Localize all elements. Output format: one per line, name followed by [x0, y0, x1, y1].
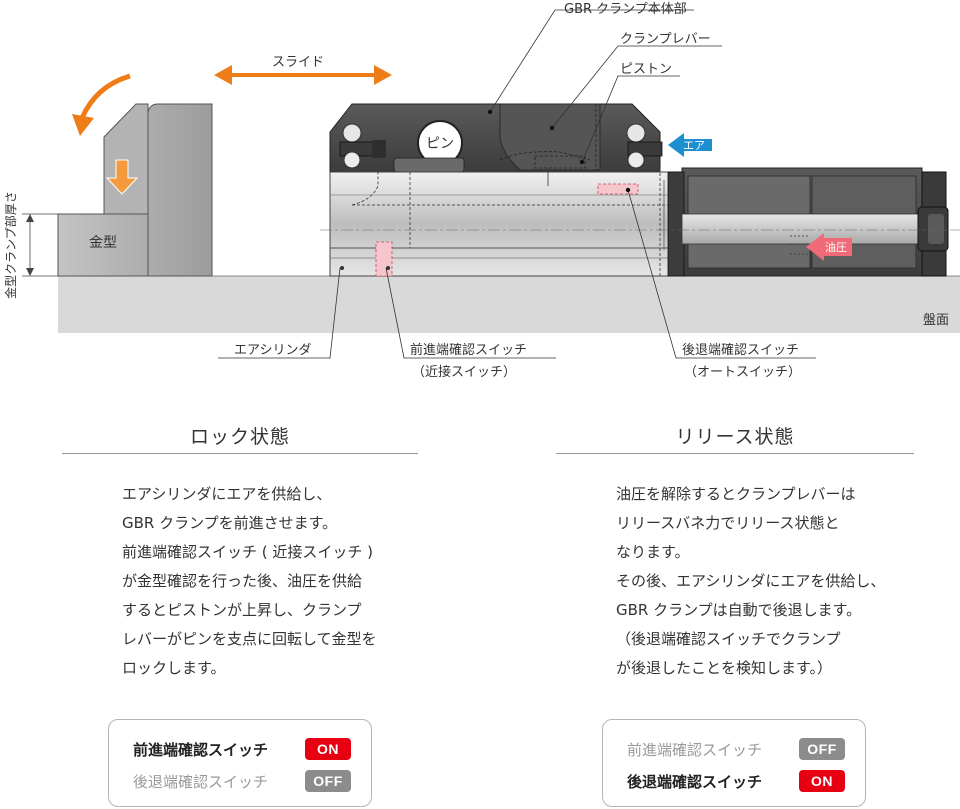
clamp-diagram: GBR クランプ本体部 クランプレバー ピストン スライド ピン エア 油圧 金…	[3, 2, 960, 380]
release-status-box: 前進端確認スイッチ OFF 後退端確認スイッチ ON	[602, 719, 866, 807]
rotate-arrow-icon	[79, 73, 131, 120]
mold-hook	[103, 103, 149, 215]
status-badge-off: OFF	[305, 770, 351, 792]
lock-divider	[62, 453, 418, 454]
lock-line: ロックします。	[122, 659, 226, 677]
label-slide: スライド	[272, 55, 324, 70]
lock-line: エアシリンダにエアを供給し、	[122, 485, 332, 503]
release-divider	[556, 453, 914, 454]
status-badge-off: OFF	[799, 738, 845, 760]
label-air-cylinder: エアシリンダ	[234, 343, 311, 358]
release-line: GBR クランプは自動で後退します。	[616, 601, 862, 619]
status-label: 前進端確認スイッチ	[627, 741, 763, 759]
release-line: なります。	[616, 543, 690, 561]
lock-line: が金型確認を行った後、油圧を供給	[122, 572, 363, 590]
status-label: 後退端確認スイッチ	[133, 773, 269, 791]
release-line: リリースバネ力でリリース状態と	[616, 514, 840, 532]
down-arrow-icon	[105, 159, 139, 195]
lock-line: 前進端確認スイッチ ( 近接スイッチ )	[122, 543, 374, 561]
release-line: が後退したことを検知します。）	[616, 659, 833, 677]
lock-status-box: 前進端確認スイッチ ON 後退端確認スイッチ OFF	[108, 719, 372, 807]
label-hydraulic: 油圧	[825, 240, 847, 254]
lock-line: するとピストンが上昇し、クランプ	[122, 601, 362, 619]
label-body: GBR クランプ本体部	[564, 2, 687, 17]
release-description: 油圧を解除するとクランプレバーは リリースバネ力でリリース状態と なります。 そ…	[616, 480, 885, 683]
slide-arrow-icon	[214, 65, 232, 85]
label-fwd-switch-sub: （近接スイッチ）	[412, 364, 516, 380]
release-line: （後退端確認スイッチでクランプ	[616, 630, 841, 648]
label-lever: クランプレバー	[620, 32, 711, 47]
lock-title: ロック状態	[189, 426, 290, 448]
label-fwd-switch: 前進端確認スイッチ	[410, 342, 527, 358]
lock-status-forward: 前進端確認スイッチ ON	[109, 736, 371, 762]
release-line: その後、エアシリンダにエアを供給し、	[616, 572, 886, 590]
lock-description: エアシリンダにエアを供給し、 GBR クランプを前進させます。 前進端確認スイッ…	[122, 480, 377, 683]
label-pin: ピン	[426, 136, 454, 152]
platen	[58, 276, 960, 333]
release-line: 油圧を解除するとクランプレバーは	[616, 485, 856, 503]
label-piston: ピストン	[620, 62, 672, 77]
label-back-switch-sub: （オートスイッチ）	[684, 365, 801, 380]
status-label: 前進端確認スイッチ	[133, 741, 269, 759]
label-mold: 金型	[89, 235, 117, 251]
release-status-forward: 前進端確認スイッチ OFF	[603, 736, 865, 762]
label-air: エア	[683, 139, 705, 152]
clamp-body	[329, 103, 661, 173]
forward-switch-marker	[375, 241, 393, 277]
status-label: 後退端確認スイッチ	[627, 773, 763, 791]
back-switch-marker	[597, 183, 639, 195]
lock-status-back: 後退端確認スイッチ OFF	[109, 768, 371, 794]
air-arrow-icon	[668, 133, 712, 157]
piston	[534, 155, 586, 169]
release-status-back: 後退端確認スイッチ ON	[603, 768, 865, 794]
label-thickness: 金型クランプ部厚さ	[3, 191, 18, 299]
label-back-switch: 後退端確認スイッチ	[682, 342, 799, 358]
clamp-lever	[499, 103, 601, 171]
piston-rod	[681, 213, 921, 245]
lock-line: レバーがピンを支点に回転して金型を	[122, 630, 377, 648]
hydraulic-arrow-icon	[806, 233, 852, 261]
status-badge-on: ON	[799, 770, 845, 792]
label-platen: 盤面	[923, 313, 949, 328]
lock-line: GBR クランプを前進させます。	[122, 514, 338, 532]
status-badge-on: ON	[305, 738, 351, 760]
release-title: リリース状態	[675, 426, 795, 448]
